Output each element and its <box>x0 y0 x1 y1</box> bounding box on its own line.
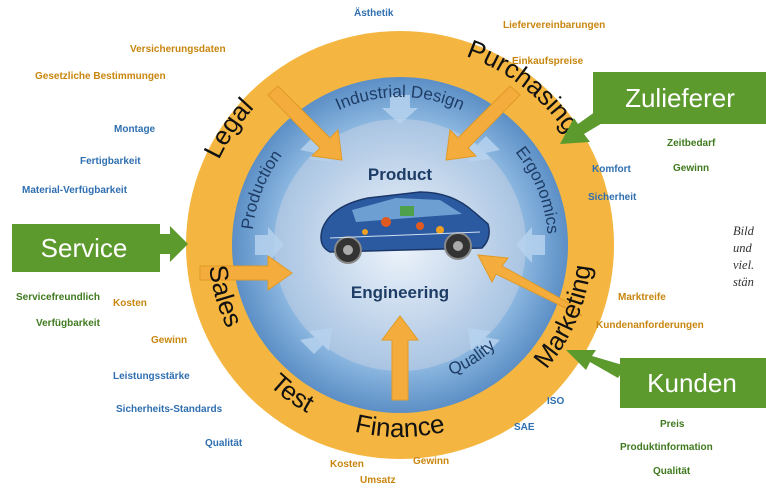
arrow-icon-kunden <box>566 350 626 378</box>
kunden-label: Kunden <box>647 368 737 398</box>
label-sicherheits-standards: Sicherheits-Standards <box>116 404 223 415</box>
label-komfort: Komfort <box>592 164 631 175</box>
label-kosten-finance: Kosten <box>330 459 364 470</box>
label-servicefreundlich: Servicefreundlich <box>16 292 100 303</box>
label-liefervereinbarungen: Liefervereinbarungen <box>503 20 606 31</box>
arrow-icon-left <box>255 227 284 263</box>
caption-line: viel. <box>733 258 755 272</box>
figure-caption: Bild und viel. stän <box>733 223 754 291</box>
arrow-icon-right <box>516 227 545 263</box>
label-asthetik: Ästhetik <box>354 8 394 19</box>
arrow-icon-zulieferer <box>560 104 614 144</box>
label-zeitbedarf: Zeitbedarf <box>667 138 716 149</box>
service-block: Service <box>12 224 188 272</box>
service-label: Service <box>41 233 128 263</box>
arrow-icon-purchasing <box>445 85 521 161</box>
label-gewinn-finance: Gewinn <box>413 456 450 467</box>
zulieferer-block: Zulieferer <box>560 72 766 144</box>
label-leistungsstarke: Leistungsstärke <box>113 371 190 382</box>
caption-line: stän <box>733 275 754 289</box>
label-einkaufspreise: Einkaufspreise <box>512 56 584 67</box>
label-gewinn-zulieferer: Gewinn <box>673 163 710 174</box>
core-label-engineering: Engineering <box>351 283 449 302</box>
label-kundenanforderungen: Kundenanforderungen <box>596 320 704 331</box>
label-fertigbarkeit: Fertigbarkeit <box>80 156 141 167</box>
label-qualitat-kunden: Qualität <box>653 466 691 477</box>
label-gesetzliche-bestimmungen: Gesetzliche Bestimmungen <box>35 71 166 82</box>
ring-label-finance: Finance <box>353 408 447 443</box>
label-material-verfugbarkeit: Material-Verfügbarkeit <box>22 185 128 196</box>
arrow-icon-marketing <box>477 254 583 317</box>
label-preis: Preis <box>660 419 685 430</box>
core-label-product: Product <box>368 165 433 184</box>
kunden-block: Kunden <box>566 350 766 408</box>
orange-arrows <box>199 85 583 401</box>
service-box <box>12 224 160 272</box>
arrow-icon-legal <box>267 85 343 161</box>
zulieferer-label: Zulieferer <box>625 83 735 113</box>
label-versicherungsdaten: Versicherungsdaten <box>130 44 226 55</box>
caption-line: und <box>733 241 752 255</box>
label-umsatz: Umsatz <box>360 475 396 486</box>
label-iso: ISO <box>547 396 565 407</box>
label-marktreife: Marktreife <box>618 292 666 303</box>
label-montage: Montage <box>114 124 156 135</box>
label-qualitat-test: Qualität <box>205 438 243 449</box>
label-sicherheit: Sicherheit <box>588 192 637 203</box>
car-icon <box>320 191 490 264</box>
arrow-icon-finance <box>381 315 419 401</box>
zulieferer-box <box>593 72 766 124</box>
arrow-icon-service <box>160 226 188 262</box>
arrow-icon-sales <box>199 255 293 291</box>
caption-line: Bild <box>733 224 754 238</box>
label-gewinn-sales: Gewinn <box>151 335 188 346</box>
label-kosten-sales: Kosten <box>113 298 147 309</box>
label-verfugbarkeit: Verfügbarkeit <box>36 318 100 329</box>
arrow-icon-top <box>382 95 418 124</box>
label-produktinformation: Produktinformation <box>620 442 713 453</box>
arrow-icon-bottomright <box>468 328 500 354</box>
label-sae: SAE <box>514 422 535 433</box>
arrow-icon-bottomleft <box>300 328 332 354</box>
kunden-box <box>620 358 766 408</box>
